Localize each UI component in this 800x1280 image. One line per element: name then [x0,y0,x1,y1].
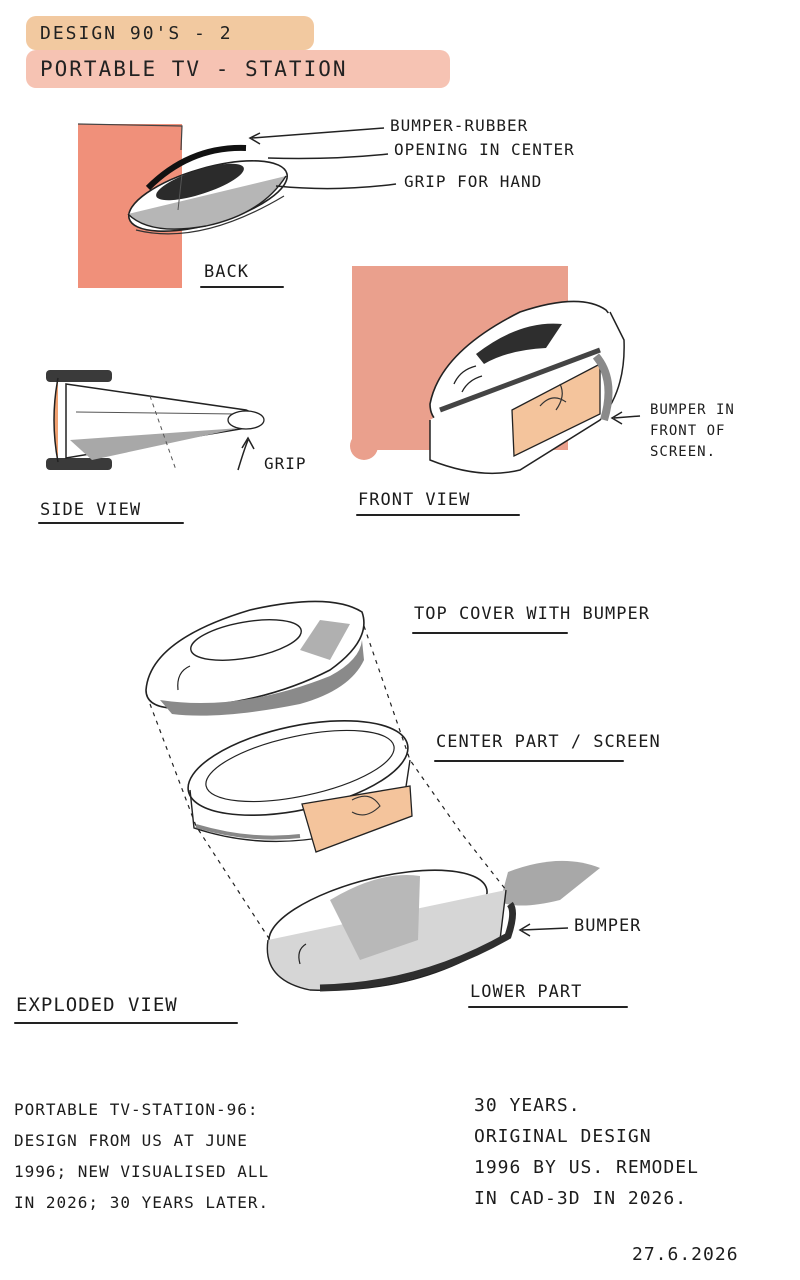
back-view-callout-arrows [248,127,397,190]
sketch-date: 27.6.2026 [632,1244,739,1265]
series-label: Design 90's - 2 [40,22,233,44]
front-view-underline [356,514,520,516]
back-view-underline [200,286,284,288]
title-tag: Portable TV - Station [26,50,450,88]
part-lower-underline [468,1006,628,1008]
callout-opening-in-center: Opening in center [394,140,575,159]
part-center-screen: Center part / screen [436,732,661,752]
callout-bumper-rubber: Bumper-rubber [390,116,529,135]
back-view-label: Back [204,262,249,282]
note-left: Portable TV-Station-96: Design from us a… [14,1100,270,1212]
part-center-screen-underline [434,760,624,762]
callout-grip-for-hand: Grip for hand [404,172,543,191]
side-view-underline [38,522,184,524]
part-bumper: Bumper [574,916,642,936]
side-view-label: Side view [40,500,142,520]
note-right: 30 years. Original design 1996 by us. Re… [474,1095,699,1209]
front-view-callout: Bumper in front of screen. [650,402,735,460]
part-lower: Lower part [470,982,583,1002]
part-top-cover-underline [412,632,568,634]
exploded-view-underline [14,1022,238,1024]
page-title: Portable TV - Station [40,57,348,81]
exploded-view-label: Exploded view [16,994,178,1016]
side-view-callout-grip: Grip [264,454,307,473]
back-view-sketch [77,123,289,288]
front-view-sketch [350,266,641,475]
exploded-view-sketch [145,600,600,992]
side-view-sketch [46,370,265,471]
part-top-cover: Top cover with bumper [414,604,650,624]
series-label-tag: Design 90's - 2 [26,16,314,50]
front-view-label: Front view [358,490,471,510]
